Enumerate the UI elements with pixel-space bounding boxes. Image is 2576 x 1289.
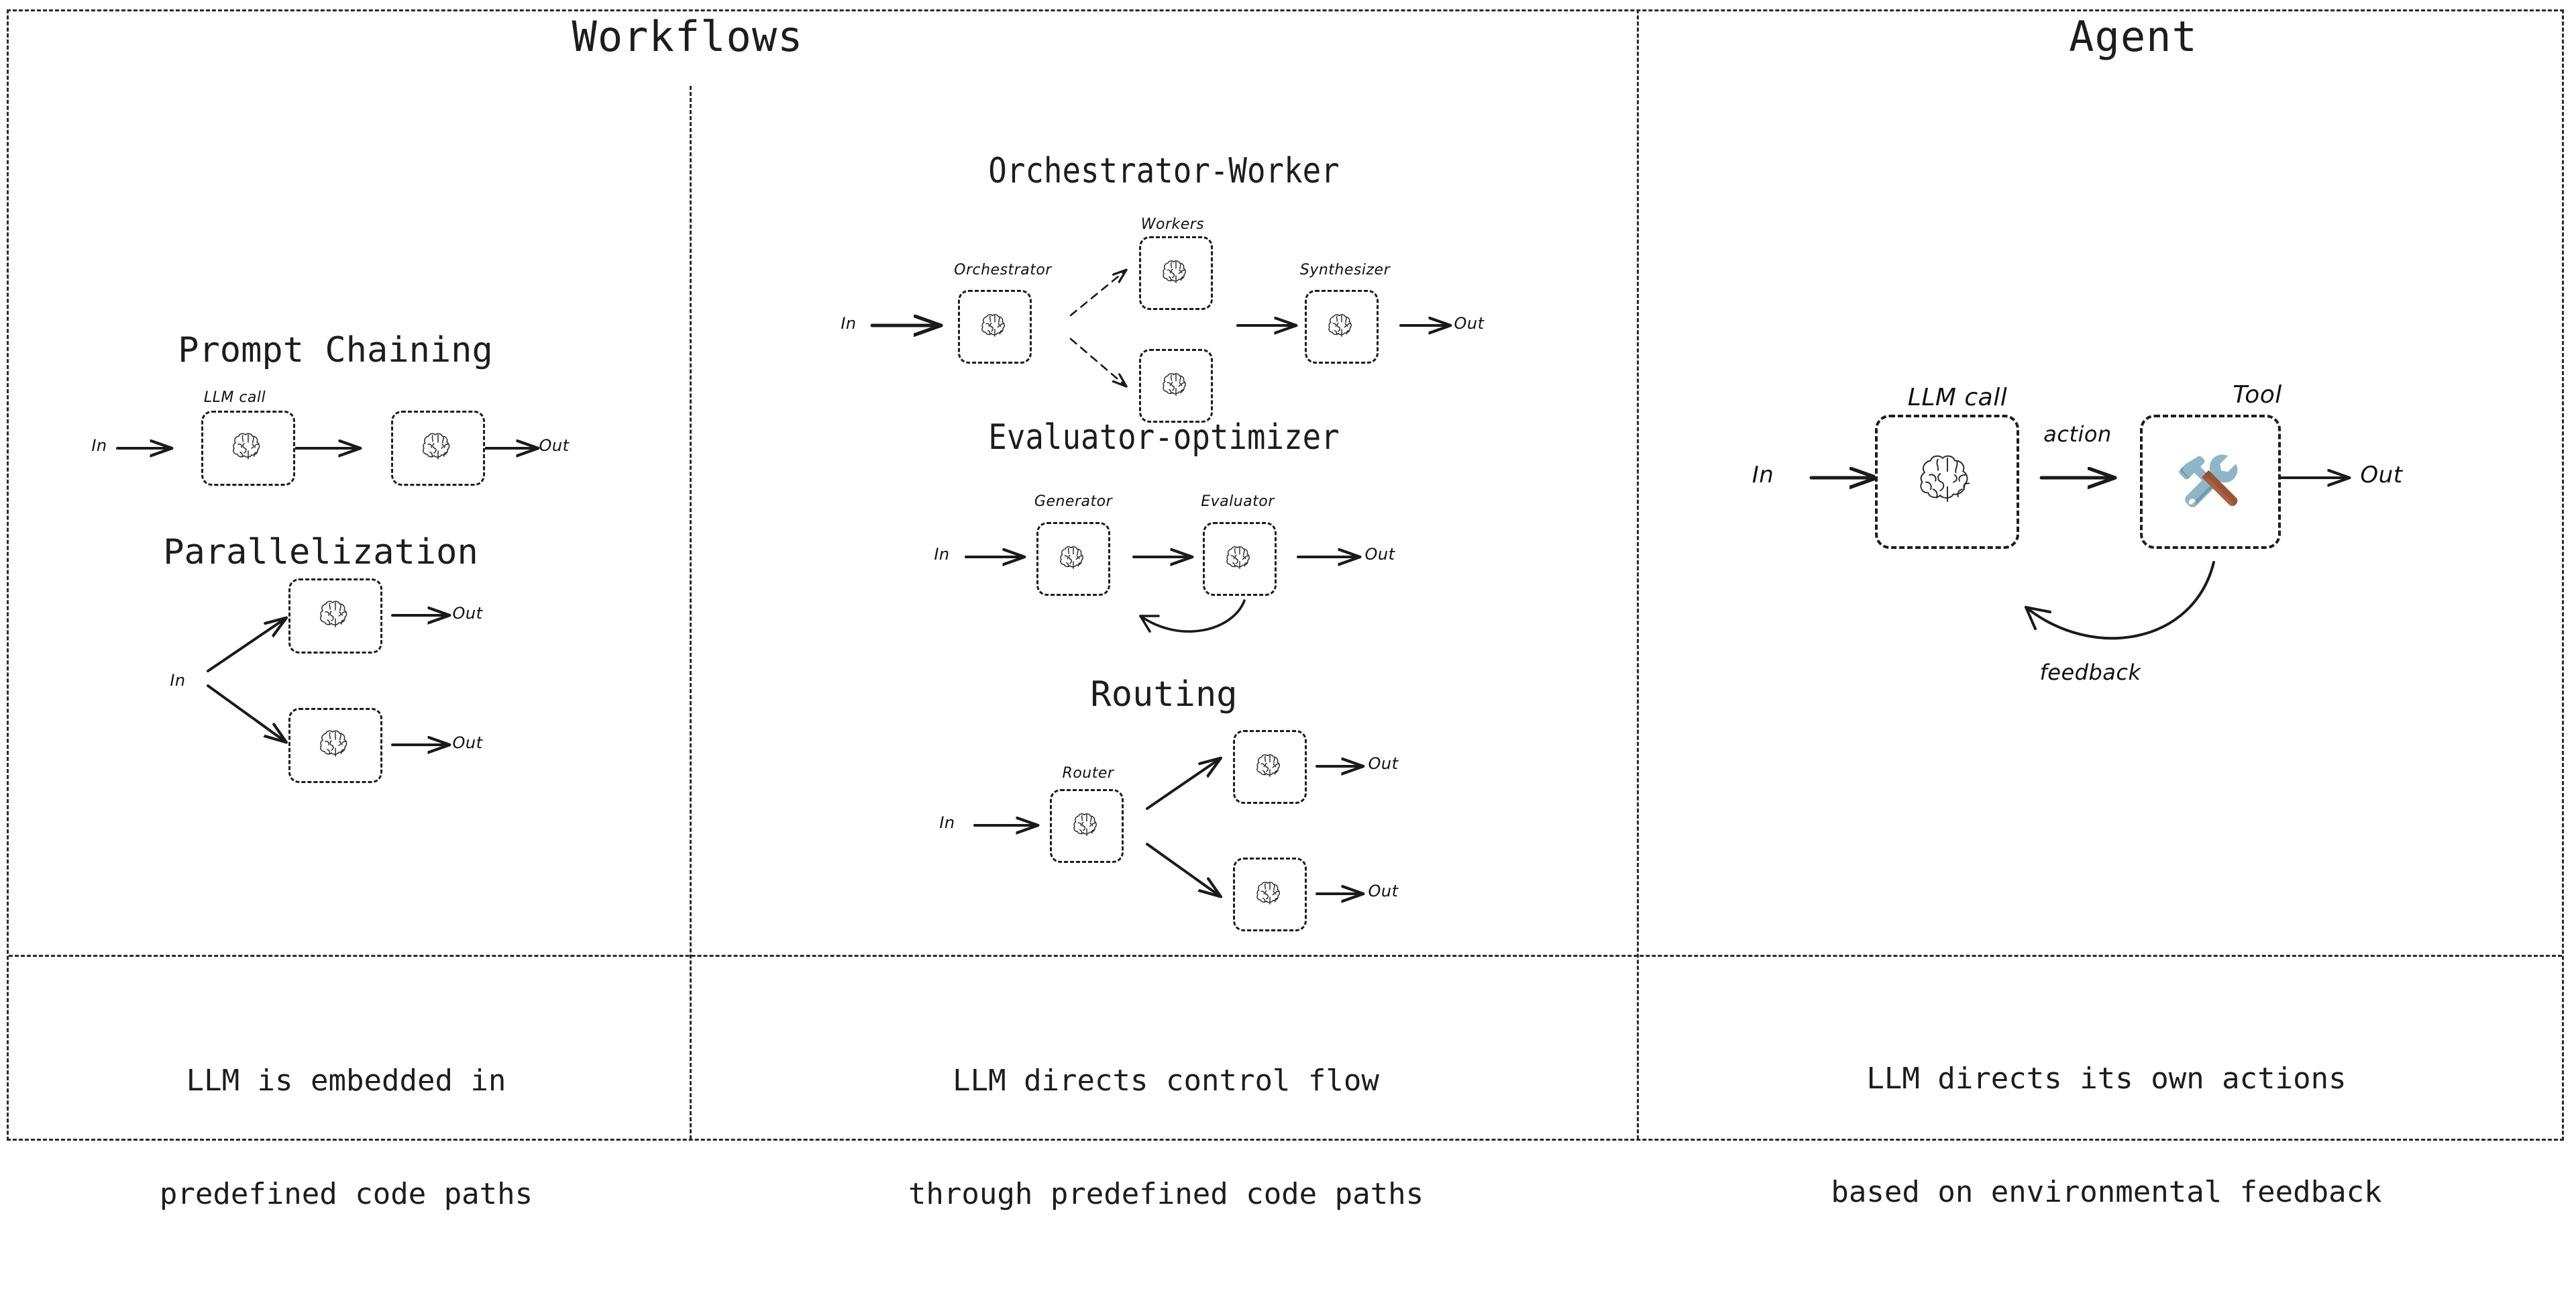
label-par-in: In — [170, 671, 186, 690]
label-rt-router: Router — [1062, 765, 1114, 782]
label-rt-in: In — [939, 813, 955, 832]
caption-agent-own-actions: LLM directs its own actions based on env… — [1831, 984, 2381, 1287]
arrow-ow-orch-to-worker2 — [1069, 338, 1126, 386]
label-ow-in: In — [841, 314, 857, 333]
brain-icon — [1224, 544, 1256, 574]
label-rt-out-top: Out — [1368, 754, 1399, 773]
label-rt-out-bottom: Out — [1368, 882, 1399, 900]
brain-icon — [1160, 258, 1192, 289]
caption-line: LLM is embedded in — [186, 1063, 506, 1098]
caption-line: LLM directs its own actions — [1866, 1061, 2347, 1096]
divider-workflows-agent — [1637, 9, 1639, 1139]
label-ow-orchestrator: Orchestrator — [954, 262, 1052, 278]
divider-diagrams-captions — [9, 955, 2562, 957]
section-title-routing: Routing — [1090, 674, 1238, 715]
figure-canvas: Workflows Agent — [7, 9, 2564, 1211]
arrow-ag-feedback-head — [2025, 606, 2051, 630]
node-eo-generator[interactable] — [1036, 522, 1110, 596]
label-eo-out: Out — [1364, 545, 1395, 564]
arrow-rt-router-to-branch2 — [1146, 843, 1220, 896]
brain-icon — [317, 599, 354, 633]
brain-icon — [317, 728, 354, 763]
caption-workflows-control-flow: LLM directs control flow through predefi… — [908, 986, 1424, 1289]
label-ag-llm-call: LLM call — [1907, 384, 2008, 411]
label-ag-out: Out — [2360, 462, 2403, 488]
header-workflows: Workflows — [572, 12, 804, 61]
node-eo-evaluator[interactable] — [1203, 522, 1277, 596]
brain-icon — [979, 312, 1011, 342]
arrow-ow-orch-to-worker1 — [1069, 270, 1126, 317]
brain-icon — [1326, 312, 1358, 342]
brain-icon — [229, 431, 267, 466]
arrow-eo-feedback-curve — [1139, 599, 1246, 633]
label-ow-workers: Workers — [1140, 216, 1205, 233]
label-pc-llm-call: LLM call — [203, 389, 266, 406]
label-pc-in: In — [91, 436, 107, 455]
brain-icon — [1160, 371, 1192, 401]
node-ow-orchestrator[interactable] — [958, 290, 1032, 364]
label-ow-out: Out — [1454, 314, 1485, 333]
node-ag-llm-call[interactable] — [1875, 415, 2019, 549]
hammer-and-wrench-icon — [2173, 444, 2248, 519]
node-ag-tool[interactable] — [2140, 415, 2281, 549]
label-par-out-top: Out — [452, 604, 483, 623]
node-pc-llm-1[interactable] — [201, 411, 295, 486]
label-ag-tool: Tool — [2233, 381, 2282, 409]
caption-line: based on environmental feedback — [1831, 1174, 2382, 1209]
brain-icon — [1071, 811, 1103, 841]
section-title-evaluator-optimizer: Evaluator-optimizer — [988, 417, 1340, 458]
arrow-par-in-to-top — [207, 619, 285, 672]
node-rt-branch-2[interactable] — [1233, 858, 1307, 931]
arrow-rt-router-to-branch1 — [1146, 759, 1220, 810]
brain-icon — [1254, 752, 1286, 782]
label-eo-generator: Generator — [1034, 493, 1113, 510]
caption-line: LLM directs control flow — [953, 1063, 1379, 1098]
label-ag-action: action — [2043, 421, 2112, 447]
brain-icon — [1914, 451, 1981, 513]
label-eo-in: In — [934, 545, 950, 564]
node-pc-llm-2[interactable] — [391, 411, 485, 486]
section-title-prompt-chaining: Prompt Chaining — [178, 330, 493, 370]
caption-line: predefined code paths — [159, 1176, 533, 1211]
divider-col1-col2 — [690, 86, 692, 1139]
node-par-llm-top[interactable] — [288, 578, 382, 654]
arrow-par-in-to-bottom — [207, 684, 285, 741]
brain-icon — [1254, 880, 1286, 910]
caption-workflows-code-paths: LLM is embedded in predefined code paths — [160, 986, 533, 1289]
node-ow-worker-2[interactable] — [1139, 349, 1213, 423]
caption-line: through predefined code paths — [908, 1176, 1424, 1211]
brain-icon — [1057, 544, 1089, 574]
label-pc-out: Out — [539, 436, 570, 455]
node-rt-router[interactable] — [1050, 789, 1124, 863]
label-eo-evaluator: Evaluator — [1201, 493, 1275, 510]
arrow-ag-feedback-curve — [2025, 561, 2215, 640]
node-ow-worker-1[interactable] — [1139, 236, 1213, 310]
node-rt-branch-1[interactable] — [1233, 730, 1307, 804]
brain-icon — [419, 431, 457, 466]
section-title-parallelization: Parallelization — [163, 532, 478, 572]
label-ag-feedback: feedback — [2039, 660, 2141, 685]
label-ag-in: In — [1752, 462, 1774, 488]
node-ow-synthesizer[interactable] — [1305, 290, 1379, 364]
label-ow-synthesizer: Synthesizer — [1299, 262, 1391, 278]
section-title-orchestrator-worker: Orchestrator-Worker — [988, 151, 1340, 191]
header-agent: Agent — [2069, 12, 2198, 61]
arrow-eo-feedback-head — [1139, 615, 1160, 633]
node-par-llm-bottom[interactable] — [288, 708, 382, 783]
label-par-out-bottom: Out — [452, 733, 483, 752]
